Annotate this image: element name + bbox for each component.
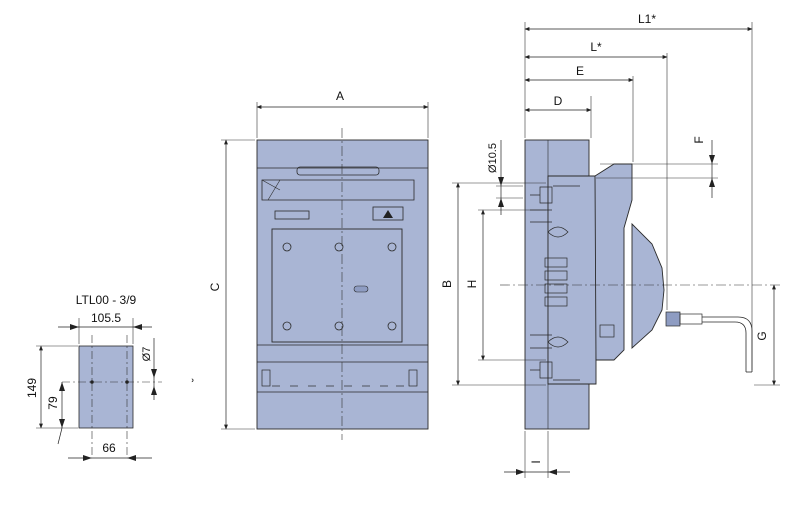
front-width-label: A [336,89,344,103]
front-warning-plate [372,206,404,221]
small-hole-label: Ø7 [141,347,153,362]
handle-profile [631,222,665,350]
indicator-window [353,285,369,293]
front-view-body [256,139,429,430]
small-view-title: LTL00 - 3/9 [76,293,137,307]
small-hole-left [90,380,94,384]
warning-icon [383,210,393,218]
side-view: L1* L* E D F Ø10.5 B H G [440,12,782,478]
small-hole-right [125,380,129,384]
cover-window [599,324,615,338]
dim-l-label: L* [590,40,602,54]
base-profile [547,175,597,385]
dim-d-label: D [554,94,563,108]
small-width-label: 105.5 [91,311,121,325]
dim-e-label: E [576,64,584,78]
front-height-label: C [208,282,222,291]
dim-hole-label: Ø10.5 [487,143,499,173]
stray-mark: ˘ [191,378,203,383]
front-view: A C ˘ [191,89,429,440]
dim-h-label: H [465,280,479,289]
small-view-body [78,345,134,429]
small-hole-height-label: 79 [46,396,60,410]
dim-b-label: B [440,280,454,288]
cover-profile [594,163,633,361]
small-height-label: 149 [25,378,39,398]
dim-l1-label: L1* [638,12,656,26]
front-label-slot [274,210,310,220]
dim-i-label: I [529,460,543,463]
front-handle-slot [296,166,380,176]
small-view: LTL00 - 3/9 105.5 Ø7 149 79 66 [25,293,162,461]
cable-connector [665,311,753,373]
small-spacing-label: 66 [102,441,116,455]
dim-g-label: G [755,331,769,340]
dim-f-label: F [692,136,706,143]
front-panel [271,228,403,343]
